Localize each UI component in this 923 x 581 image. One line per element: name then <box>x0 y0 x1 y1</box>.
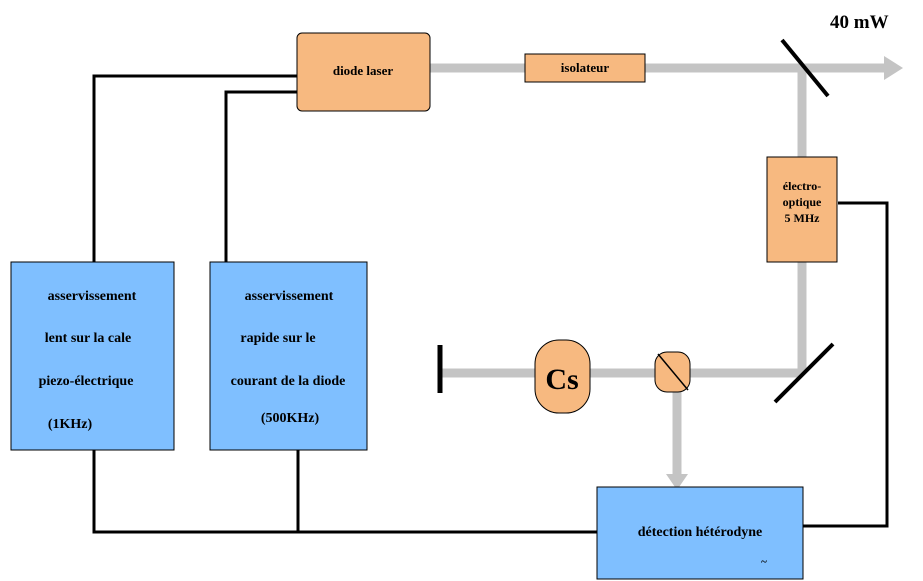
slow-servo-line2: lent sur la cale <box>45 331 131 346</box>
isolator-box <box>524 53 646 83</box>
slow-servo-box <box>10 261 175 451</box>
output-arrowhead <box>884 56 903 80</box>
detection-mark: ~ <box>761 556 767 568</box>
wire-slow-servo-to-diode <box>92 74 297 262</box>
cesium-cell-label: Cs <box>545 363 578 396</box>
slow-servo-line3: piezo-électrique <box>39 374 134 389</box>
diode-laser-label: diode laser <box>333 63 394 78</box>
detector-arrowhead <box>666 474 688 490</box>
fast-servo-line2: rapide sur le <box>240 331 315 346</box>
mirror-bottom-right <box>773 342 835 404</box>
fast-servo-line4: (500KHz) <box>261 411 320 426</box>
isolator-label: isolateur <box>561 60 610 75</box>
wire-slow-servo-to-detector <box>92 450 597 534</box>
slow-servo-line4: (1KHz) <box>48 417 93 432</box>
eom-label-line2: optique <box>783 195 822 209</box>
electrical-wires <box>92 74 889 534</box>
wire-fast-servo-to-diode <box>224 90 297 262</box>
detection-label: détection hétérodyne <box>638 525 763 540</box>
power-label: 40 mW <box>830 12 889 33</box>
slow-servo-line1: asservissement <box>48 289 137 304</box>
eom-label-line1: électro- <box>783 179 821 193</box>
beam-splitter-diagonal <box>657 353 689 391</box>
eom-label-line3: 5 MHz <box>785 211 821 225</box>
detection-box <box>596 486 804 580</box>
laser-beams <box>430 63 885 478</box>
mirror-top-right <box>780 38 830 98</box>
electro-optic-box <box>766 156 838 263</box>
fast-servo-line3: courant de la diode <box>231 374 346 389</box>
diode-laser-box <box>296 32 431 112</box>
wire-eom-to-detector <box>803 201 889 528</box>
fast-servo-line1: asservissement <box>245 289 334 304</box>
cesium-cell <box>534 339 591 414</box>
fast-servo-box <box>209 261 368 451</box>
